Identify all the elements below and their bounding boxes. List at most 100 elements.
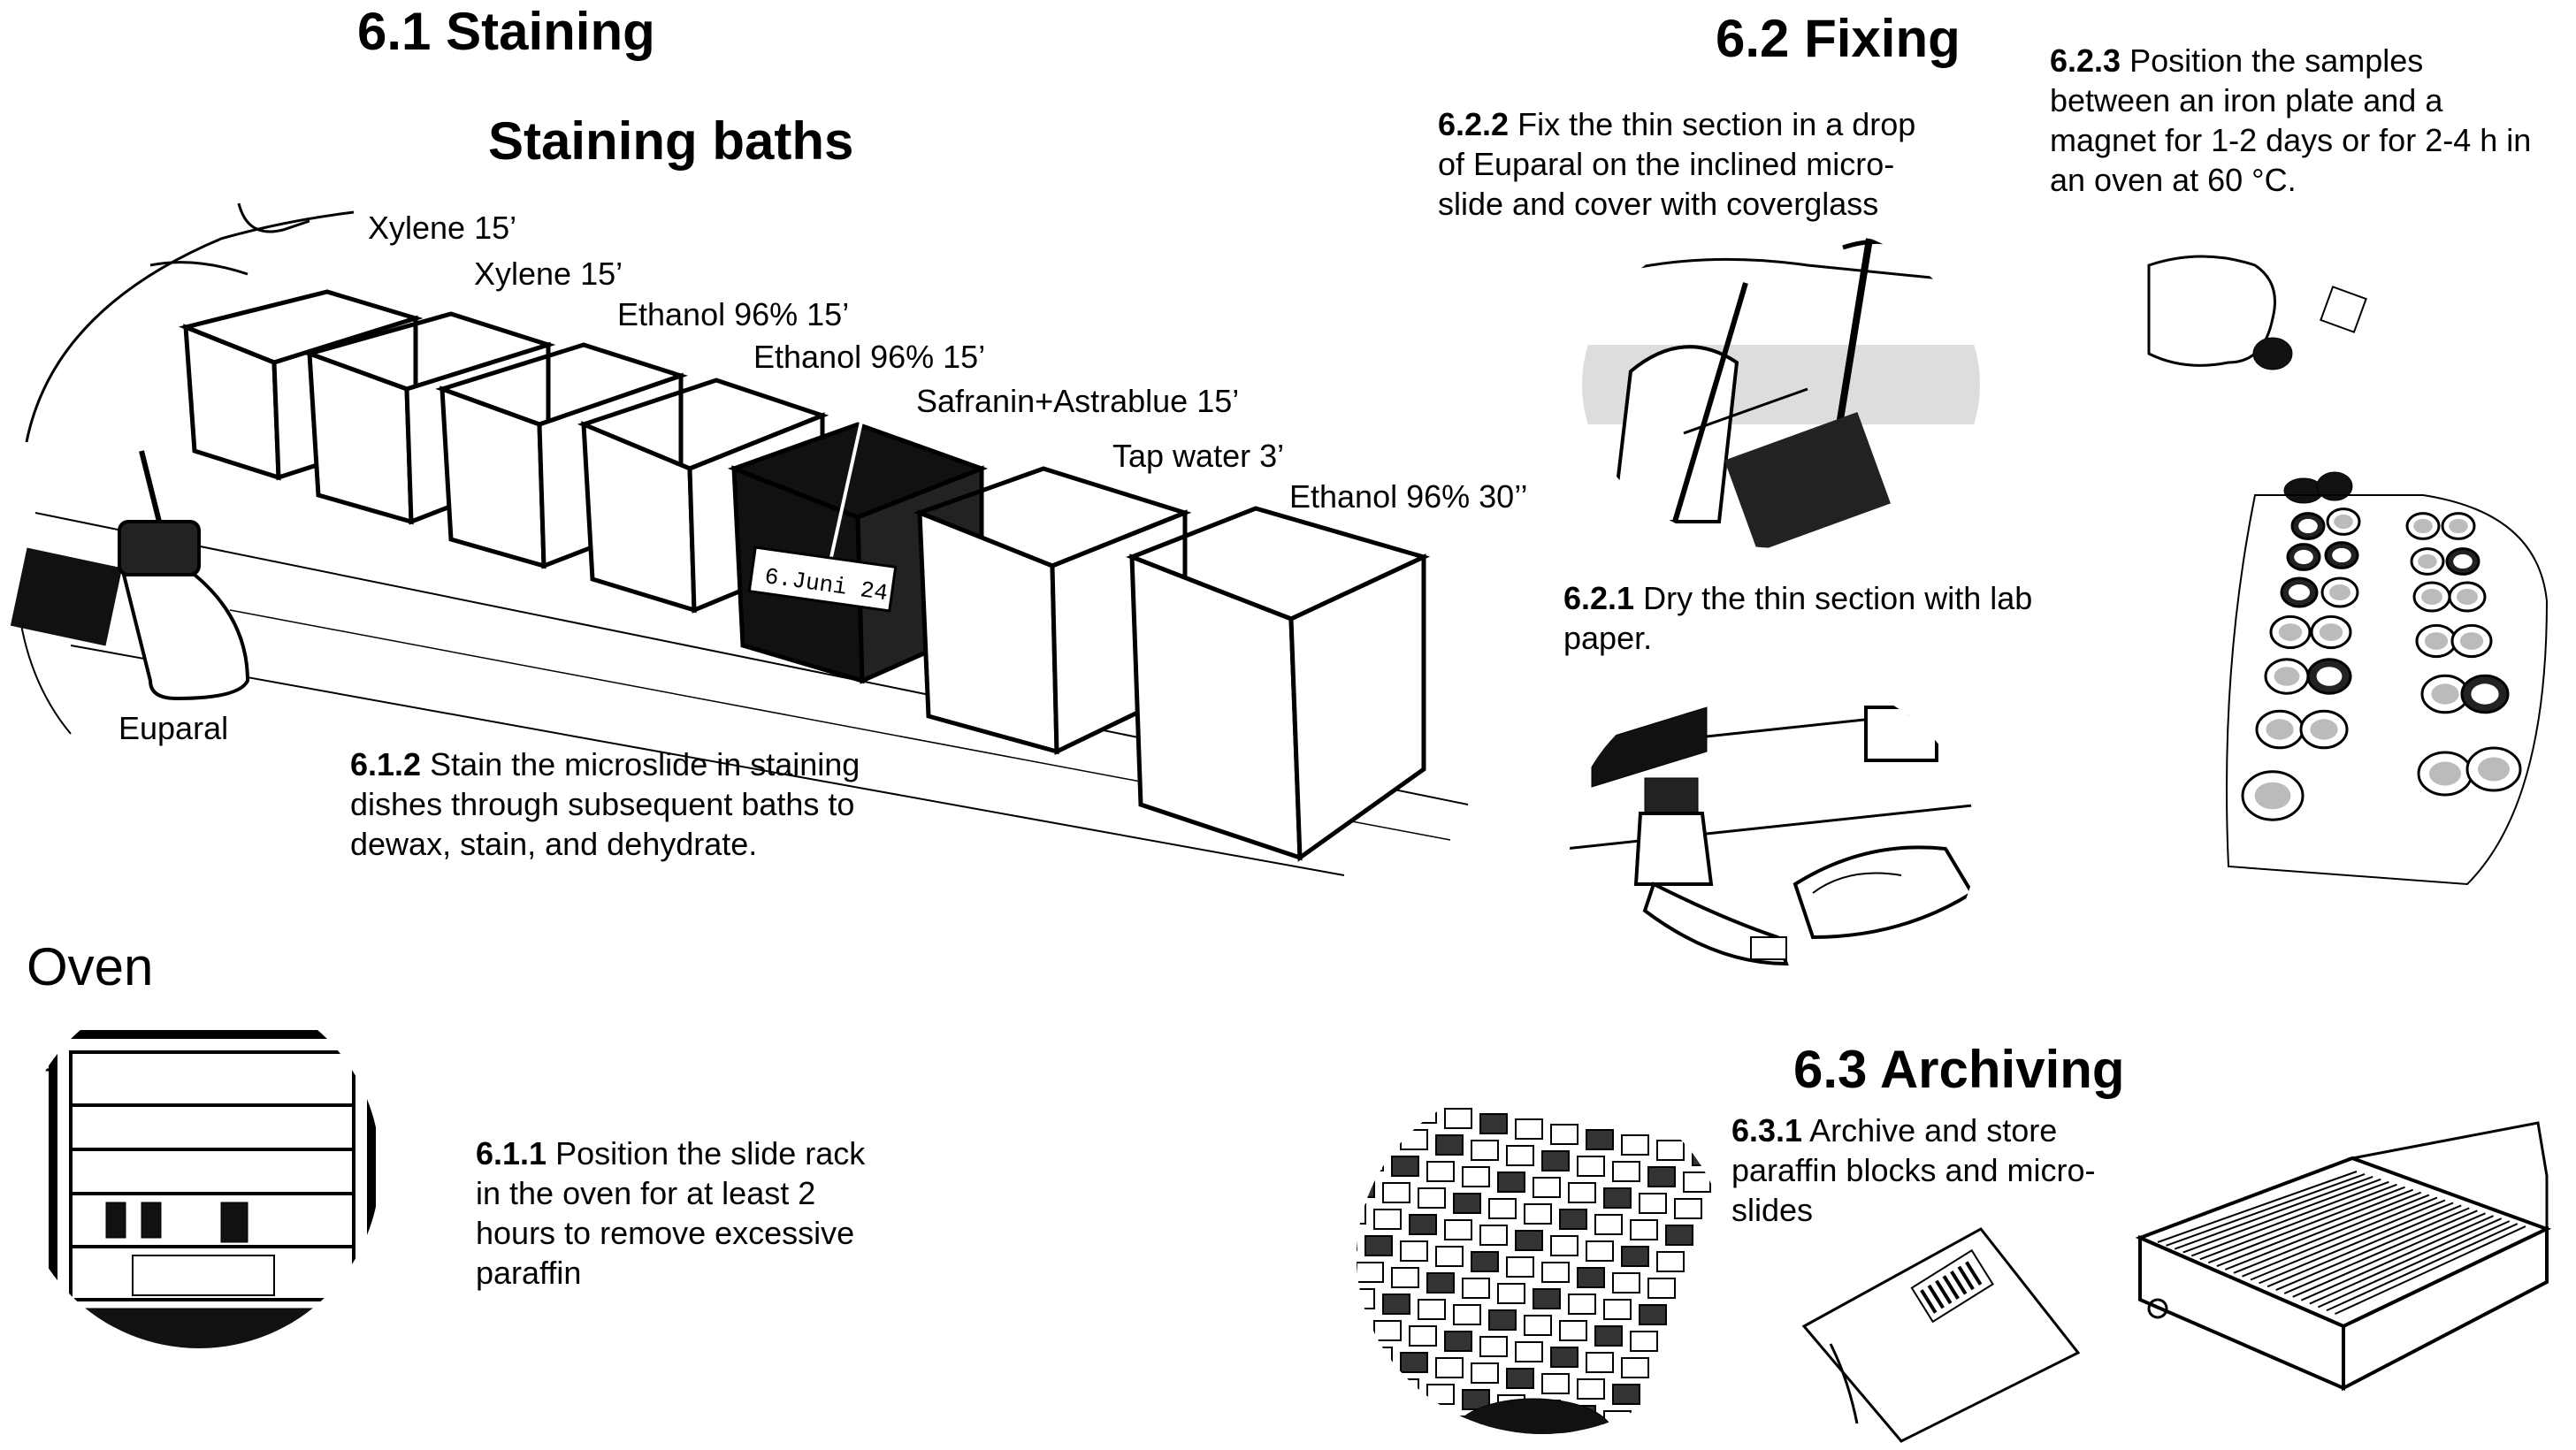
paraffin-block bbox=[1497, 1283, 1525, 1304]
slide-slot bbox=[2292, 1212, 2486, 1298]
paraffin-block bbox=[1357, 1373, 1384, 1394]
step-6-2-3-number: 6.2.3 bbox=[2050, 42, 2121, 79]
step-6-1-1-number: 6.1.1 bbox=[476, 1135, 547, 1171]
paraffin-block bbox=[1357, 1177, 1375, 1198]
step-6-2-3-caption: 6.2.3 Position the samples between an ir… bbox=[2050, 41, 2545, 200]
sample-disc-core bbox=[2319, 623, 2343, 641]
bath-label-6: Tap water 3’ bbox=[1112, 438, 1285, 474]
staining-dishes-illustration: 6.Juni 24 bbox=[10, 202, 1469, 876]
paraffin-block bbox=[1426, 1272, 1455, 1294]
slide-slot bbox=[2326, 1223, 2519, 1312]
paraffin-block bbox=[1312, 1284, 1339, 1303]
euparal-label: Euparal bbox=[118, 710, 229, 746]
paraffin-block bbox=[1409, 1103, 1437, 1124]
paraffin-block bbox=[1435, 1357, 1464, 1378]
paraffin-block bbox=[1541, 1373, 1570, 1394]
step-6-1-1-caption: 6.1.1 Position the slide rack in the ove… bbox=[476, 1133, 883, 1293]
paraffin-block bbox=[1321, 1369, 1348, 1388]
sample-disc-core bbox=[2298, 518, 2318, 534]
sample-disc-core bbox=[2316, 667, 2343, 686]
paraffin-block bbox=[1621, 1134, 1649, 1156]
paraffin-block bbox=[1639, 1304, 1667, 1325]
paraffin-block bbox=[1453, 1193, 1481, 1214]
paraffin-block bbox=[1357, 1400, 1375, 1421]
paraffin-block bbox=[1479, 1113, 1508, 1134]
paraffin-block bbox=[1515, 1230, 1543, 1251]
paraffin-block bbox=[1594, 1325, 1623, 1347]
slide-slot bbox=[2207, 1186, 2405, 1264]
step-6-1-2-number: 6.1.2 bbox=[350, 746, 422, 782]
sample-disc-core bbox=[2278, 623, 2303, 641]
paraffin-block bbox=[1330, 1342, 1357, 1362]
slide-slot bbox=[2275, 1207, 2470, 1292]
bath-label-7: Ethanol 96% 30’’ bbox=[1289, 478, 1528, 515]
paraffin-block bbox=[1435, 1134, 1464, 1156]
slide-slot bbox=[2157, 1171, 2358, 1243]
paraffin-block bbox=[1550, 1124, 1578, 1145]
slide-slot bbox=[2283, 1210, 2478, 1294]
paraffin-block bbox=[1471, 1140, 1499, 1161]
sample-disc-core bbox=[2459, 632, 2484, 650]
paraffin-block bbox=[1577, 1267, 1605, 1288]
paraffin-block bbox=[1656, 1251, 1685, 1272]
sample-disc-core bbox=[2329, 584, 2351, 600]
slide-archive-box-illustration bbox=[2135, 1121, 2552, 1392]
paraffin-block bbox=[1533, 1177, 1561, 1198]
sample-disc-core bbox=[2266, 719, 2294, 740]
step-6-1-2-text: Stain the microslide in staining dishes … bbox=[350, 746, 860, 862]
paraffin-block bbox=[1647, 1166, 1676, 1187]
slide-slot bbox=[2300, 1215, 2494, 1301]
paraffin-block bbox=[1692, 1145, 1720, 1166]
paraffin-block bbox=[1391, 1378, 1419, 1400]
paraffin-block bbox=[1462, 1278, 1490, 1299]
bath-label-5: Safranin+Astrablue 15’ bbox=[916, 383, 1240, 419]
paraffin-block bbox=[1665, 1225, 1693, 1246]
paraffin-block bbox=[1444, 1219, 1472, 1240]
paraffin-block bbox=[1444, 1108, 1472, 1129]
paraffin-block bbox=[1524, 1203, 1552, 1225]
sample-disc-core bbox=[2478, 757, 2510, 782]
sample-disc-core bbox=[2457, 589, 2478, 605]
paraffin-block bbox=[1524, 1315, 1552, 1336]
paraffin-block bbox=[1568, 1294, 1596, 1315]
paraffin-block bbox=[1656, 1140, 1685, 1161]
bath-label-4: Ethanol 96% 15’ bbox=[753, 339, 986, 375]
paraffin-block bbox=[1435, 1246, 1464, 1267]
paraffin-block bbox=[1647, 1278, 1676, 1299]
euparal-bottle bbox=[118, 450, 250, 701]
magnet-samples-illustration bbox=[2147, 255, 2549, 886]
oven-title: Oven bbox=[27, 937, 154, 996]
slide-slot bbox=[2259, 1202, 2454, 1285]
paraffin-block bbox=[1418, 1187, 1446, 1209]
paraffin-block bbox=[1674, 1198, 1702, 1219]
paraffin-block bbox=[1488, 1309, 1517, 1331]
paraffin-block bbox=[1586, 1352, 1614, 1373]
paraffin-block bbox=[1559, 1431, 1587, 1434]
paraffin-block bbox=[1312, 1395, 1339, 1415]
staining-baths-title: Staining baths bbox=[488, 111, 854, 171]
paraffin-block bbox=[1364, 1124, 1393, 1145]
bath-label-3: Ethanol 96% 15’ bbox=[617, 296, 850, 332]
paraffin-block bbox=[1357, 1315, 1366, 1336]
slide-slot bbox=[2166, 1173, 2366, 1247]
paraffin-block bbox=[1400, 1240, 1428, 1262]
step-6-2-2-caption: 6.2.2 Fix the thin section in a drop of … bbox=[1438, 104, 1933, 224]
step-6-2-3-text: Position the samples between an iron pla… bbox=[2050, 42, 2532, 198]
paraffin-block bbox=[1426, 1161, 1455, 1182]
slide-slot bbox=[2309, 1217, 2503, 1305]
sample-disc-core bbox=[2289, 584, 2310, 600]
oven-illustration bbox=[18, 1030, 376, 1348]
paraffin-block bbox=[1497, 1171, 1525, 1193]
paraffin-block bbox=[1418, 1410, 1446, 1431]
paraffin-block bbox=[1630, 1331, 1658, 1352]
paraffin-block bbox=[1603, 1299, 1632, 1320]
sample-disc-core bbox=[2413, 518, 2433, 534]
paraffin-block bbox=[1506, 1145, 1534, 1166]
step-6-3-1-number: 6.3.1 bbox=[1731, 1112, 1803, 1149]
slide-slot bbox=[2250, 1199, 2446, 1281]
paraffin-block bbox=[1594, 1214, 1623, 1235]
paraffin-block bbox=[1550, 1235, 1578, 1256]
paraffin-block bbox=[1373, 1097, 1402, 1118]
paraffin-block bbox=[1577, 1378, 1605, 1400]
slide-slot bbox=[2182, 1178, 2381, 1254]
